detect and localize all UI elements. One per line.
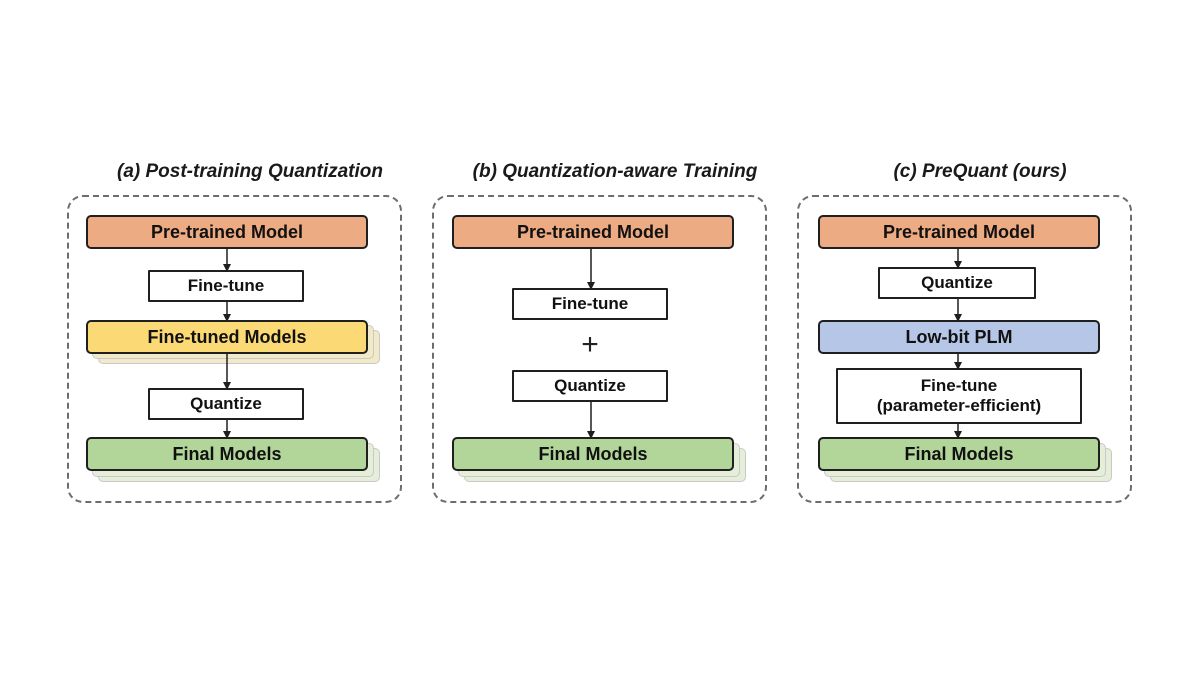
panel-c-final-models: Final Models xyxy=(818,437,1100,471)
panel-b-pretrained-model: Pre-trained Model xyxy=(452,215,734,249)
panel-a-final-models: Final Models xyxy=(86,437,368,471)
panel-c-finetune-step: Fine-tune (parameter-efficient) xyxy=(836,368,1082,424)
panel-c xyxy=(797,195,1132,503)
panel-b xyxy=(432,195,767,503)
panel-b-plus-sign: + xyxy=(581,328,599,361)
panel-b-title: (b) Quantization-aware Training xyxy=(472,161,758,182)
panel-a-finetuned-models: Fine-tuned Models xyxy=(86,320,368,354)
panel-a-finetune-step: Fine-tune xyxy=(148,270,304,302)
panel-c-pretrained-model: Pre-trained Model xyxy=(818,215,1100,249)
panel-a xyxy=(67,195,402,503)
panel-c-finetune-line1: Fine-tune xyxy=(920,376,998,396)
panel-c-finetune-line2: (parameter-efficient) xyxy=(876,396,1042,415)
panel-a-title: (a) Post-training Quantization xyxy=(117,161,383,182)
panel-b-quantize-step: Quantize xyxy=(512,370,668,402)
panel-b-final-models: Final Models xyxy=(452,437,734,471)
panel-c-lowbit-plm: Low-bit PLM xyxy=(818,320,1100,354)
panel-c-quantize-step: Quantize xyxy=(878,267,1036,299)
panel-c-title: (c) PreQuant (ours) xyxy=(893,161,1067,182)
panel-a-quantize-step: Quantize xyxy=(148,388,304,420)
panel-a-pretrained-model: Pre-trained Model xyxy=(86,215,368,249)
panel-b-finetune-step: Fine-tune xyxy=(512,288,668,320)
